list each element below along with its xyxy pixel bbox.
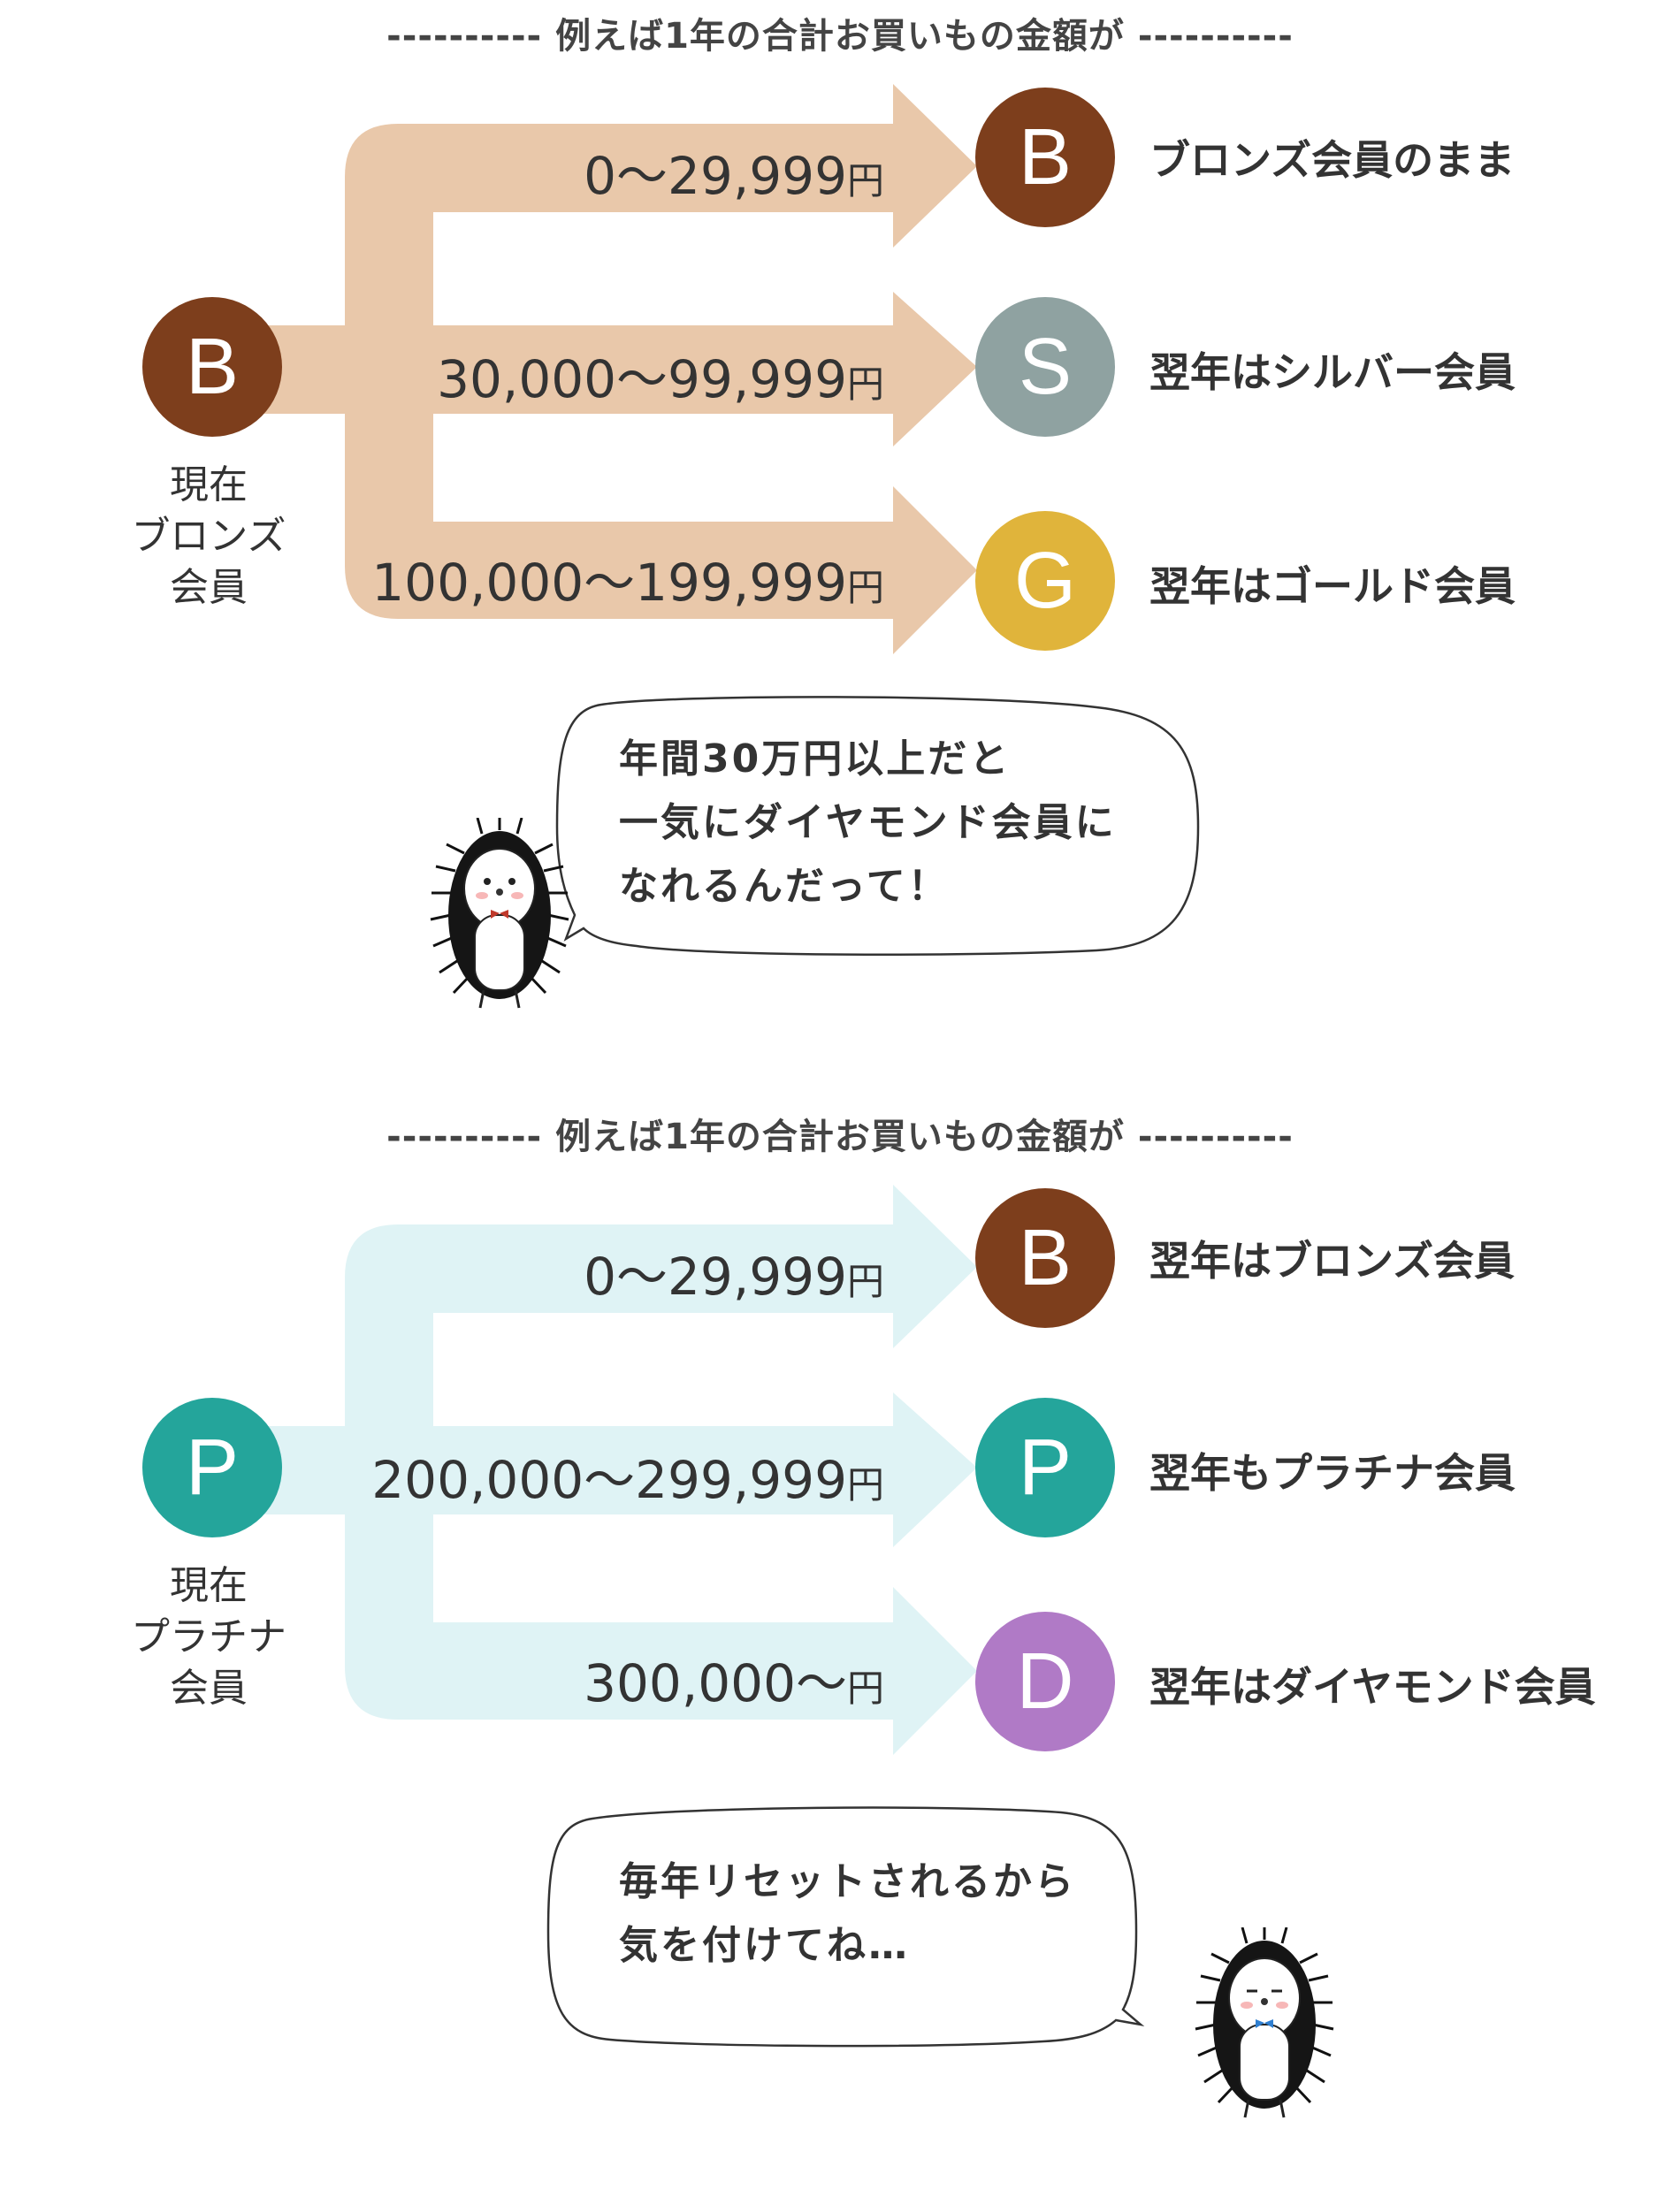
result-badge-gold: G: [975, 511, 1115, 651]
platinum-flow-arrows: [212, 1185, 977, 1755]
bronze-section: ---------- 例えば1年の合計お買いもの金額が ---------- B…: [0, 0, 1680, 1096]
label-line: ブロンズ: [131, 514, 286, 559]
bronze-branch-arrows: [212, 84, 977, 654]
speech-bubble-text: 毎年リセットされるから 気を付けてね…: [619, 1850, 1076, 1978]
bronze-flow-arrows: [212, 84, 977, 654]
result-badge-diamond: D: [975, 1612, 1115, 1751]
label-line: 会員: [170, 1666, 248, 1711]
spending-range: 0〜29,999円: [584, 1247, 884, 1307]
hedgehog-mascot-icon: [430, 818, 569, 1009]
result-label: 翌年はゴールド会員: [1149, 562, 1516, 610]
badge-letter: B: [1018, 113, 1073, 202]
result-badge-bronze: B: [975, 88, 1115, 227]
current-tier-label: 現在 ブロンズ 会員: [94, 460, 324, 614]
current-tier-label: 現在 プラチナ 会員: [94, 1560, 324, 1714]
badge-letter: G: [1013, 537, 1076, 625]
hedgehog-mascot-icon: [1195, 1927, 1334, 2118]
result-badge-platinum: P: [975, 1398, 1115, 1537]
speech-bubble: [546, 1806, 1145, 2048]
badge-letter: D: [1016, 1637, 1074, 1726]
badge-letter: B: [185, 323, 240, 411]
label-line: 現在: [170, 1563, 248, 1608]
section-heading: ---------- 例えば1年の合計お買いもの金額が ----------: [386, 1117, 1294, 1157]
bubble-line: 一気にダイヤモンド会員に: [619, 800, 1117, 845]
result-label: 翌年はシルバー会員: [1149, 348, 1516, 396]
spending-range: 200,000〜299,999円: [371, 1450, 884, 1510]
result-label: 翌年はブロンズ会員: [1149, 1237, 1516, 1285]
result-badge-silver: S: [975, 297, 1115, 437]
label-line: プラチナ: [131, 1614, 286, 1659]
badge-letter: P: [1018, 1423, 1073, 1512]
bubble-line: なれるんだって！: [619, 864, 950, 909]
result-label: 翌年もプラチナ会員: [1149, 1449, 1516, 1497]
bubble-line: 気を付けてね…: [619, 1923, 910, 1968]
speech-bubble-text: 年間30万円以上だと 一気にダイヤモンド会員に なれるんだって！: [619, 728, 1117, 919]
label-line: 会員: [170, 565, 248, 610]
platinum-branch-arrows: [212, 1185, 977, 1755]
badge-letter: B: [1018, 1214, 1073, 1302]
spending-range: 300,000〜円: [584, 1653, 884, 1713]
spending-range: 30,000〜99,999円: [437, 349, 884, 409]
platinum-section: ---------- 例えば1年の合計お買いもの金額が ---------- P…: [0, 1101, 1680, 2197]
section-heading: ---------- 例えば1年の合計お買いもの金額が ----------: [386, 16, 1294, 57]
bubble-line: 年間30万円以上だと: [619, 736, 1012, 782]
current-tier-badge: P: [142, 1398, 282, 1537]
current-tier-badge: B: [142, 297, 282, 437]
label-line: 現在: [170, 462, 248, 507]
result-label: 翌年はダイヤモンド会員: [1149, 1663, 1596, 1711]
result-badge-bronze: B: [975, 1188, 1115, 1328]
speech-bubble: [555, 696, 1200, 956]
spending-range: 100,000〜199,999円: [371, 553, 884, 613]
badge-letter: P: [185, 1423, 240, 1512]
bubble-line: 毎年リセットされるから: [619, 1859, 1076, 1904]
spending-range: 0〜29,999円: [584, 146, 884, 206]
badge-letter: S: [1018, 323, 1073, 411]
result-label: ブロンズ会員のまま: [1149, 136, 1516, 184]
